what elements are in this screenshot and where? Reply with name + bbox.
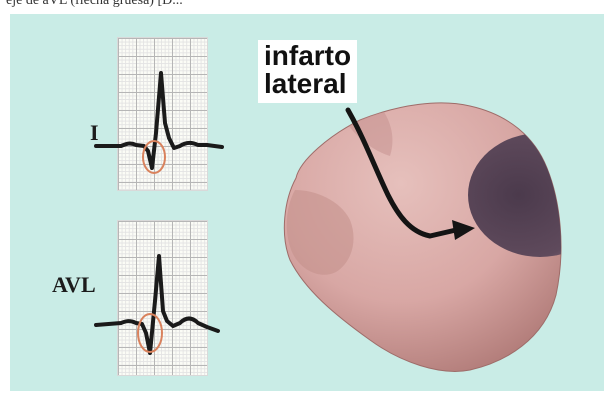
infarct-label-line1: infarto: [264, 42, 351, 70]
infarct-label: infarto lateral: [258, 40, 357, 103]
infarct-label-line2: lateral: [264, 70, 351, 98]
infarct-zone: [468, 133, 612, 257]
